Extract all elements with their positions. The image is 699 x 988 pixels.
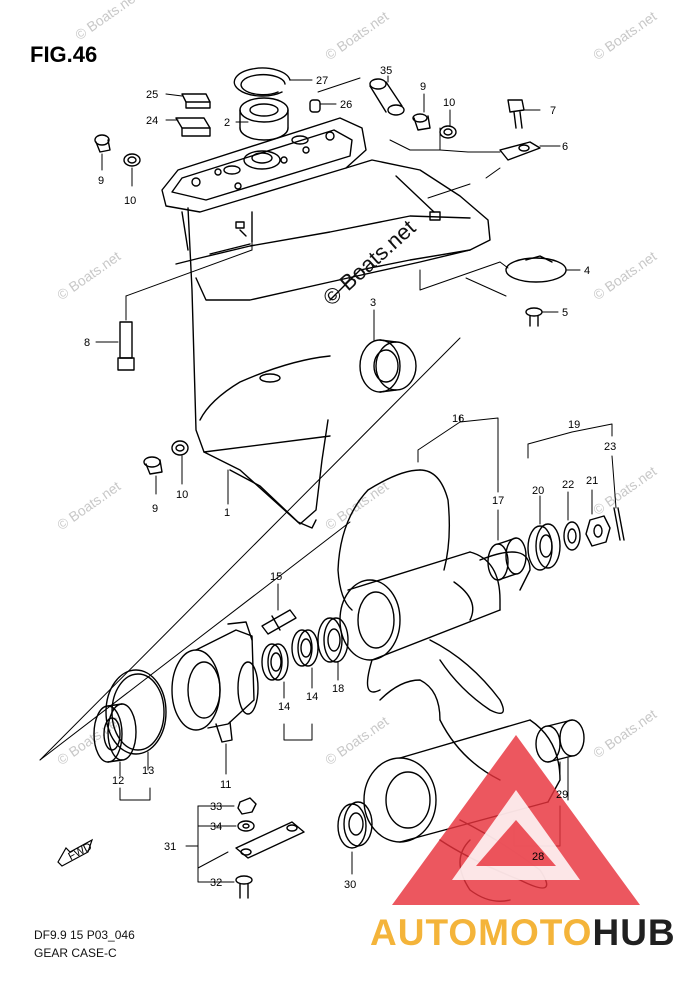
callout-21: 21 bbox=[586, 475, 598, 487]
washer-22 bbox=[563, 521, 581, 551]
bolt-7 bbox=[507, 99, 525, 129]
callout-35: 35 bbox=[380, 65, 392, 77]
spacer-18 bbox=[317, 617, 349, 663]
pin-26 bbox=[309, 99, 321, 113]
anode-4 bbox=[505, 255, 567, 283]
key-25 bbox=[181, 93, 211, 109]
callout-9: 9 bbox=[420, 81, 426, 93]
callout-27: 27 bbox=[316, 75, 328, 87]
bolt-9-top bbox=[412, 113, 431, 131]
callout-31: 31 bbox=[164, 841, 176, 853]
callout-20: 20 bbox=[532, 485, 544, 497]
bolt-32 bbox=[235, 875, 253, 899]
callout-24: 24 bbox=[146, 115, 158, 127]
callout-5: 5 bbox=[562, 307, 568, 319]
callout-29: 29 bbox=[556, 789, 568, 801]
pin-23 bbox=[613, 507, 625, 541]
seal-14-a bbox=[261, 643, 289, 681]
callout-13: 13 bbox=[142, 765, 154, 777]
bearing-3 bbox=[359, 339, 417, 393]
callout-19: 19 bbox=[568, 419, 580, 431]
callout-33: 33 bbox=[210, 801, 222, 813]
callout-28: 28 bbox=[532, 851, 544, 863]
screw-5 bbox=[525, 307, 543, 327]
brand-wordmark: AUTOMOTOHUB bbox=[370, 912, 676, 954]
callout-6: 6 bbox=[562, 141, 568, 153]
brand-part-1: AUTOMOTO bbox=[370, 912, 593, 953]
callout-3: 3 bbox=[370, 297, 376, 309]
key-24 bbox=[175, 117, 211, 137]
callout-16: 16 bbox=[452, 413, 464, 425]
callout-10: 10 bbox=[176, 489, 188, 501]
bushing-17 bbox=[487, 537, 527, 581]
snap-ring-27 bbox=[233, 67, 291, 97]
gear-case-housing bbox=[161, 117, 491, 529]
nut-33 bbox=[237, 797, 257, 815]
bearing-12 bbox=[93, 703, 137, 763]
callout-9: 9 bbox=[98, 175, 104, 187]
washer-10-left bbox=[123, 153, 141, 167]
callout-14: 14 bbox=[306, 691, 318, 703]
bearing-2 bbox=[239, 97, 289, 141]
washer-34 bbox=[237, 820, 255, 832]
seal-14-b bbox=[291, 629, 319, 667]
fwd-arrow-icon: FWD bbox=[57, 838, 94, 867]
callout-11: 11 bbox=[220, 779, 231, 791]
shaft-housing-11 bbox=[171, 621, 259, 743]
footer-name: GEAR CASE-C bbox=[34, 946, 117, 960]
callout-26: 26 bbox=[340, 99, 352, 111]
callout-18: 18 bbox=[332, 683, 344, 695]
plate-31 bbox=[235, 821, 305, 859]
leader-lines bbox=[95, 75, 617, 883]
washer-30 bbox=[337, 801, 373, 849]
callout-8: 8 bbox=[84, 337, 90, 349]
footer-code: DF9.9 15 P03_046 bbox=[34, 928, 135, 942]
washer-10-top bbox=[439, 125, 457, 139]
o-ring-13 bbox=[105, 669, 167, 755]
callout-9: 9 bbox=[152, 503, 158, 515]
spacer-20 bbox=[527, 523, 561, 571]
callout-34: 34 bbox=[210, 821, 222, 833]
callout-15: 15 bbox=[270, 571, 282, 583]
callout-25: 25 bbox=[146, 89, 158, 101]
callout-1: 1 bbox=[224, 507, 230, 519]
plate-6 bbox=[499, 141, 541, 161]
callout-22: 22 bbox=[562, 479, 574, 491]
callout-4: 4 bbox=[584, 265, 590, 277]
bolt-9-left bbox=[94, 134, 111, 153]
callout-32: 32 bbox=[210, 877, 222, 889]
callout-10: 10 bbox=[124, 195, 136, 207]
pipe-35 bbox=[369, 78, 405, 116]
figure-title: FIG.46 bbox=[30, 42, 98, 67]
bushing-29 bbox=[535, 719, 585, 763]
callout-12: 12 bbox=[112, 775, 124, 787]
callout-labels: 27 2 26 25 24 35 9 10 7 6 4 5 8 9 10 3 9… bbox=[84, 65, 616, 891]
callout-10: 10 bbox=[443, 97, 455, 109]
callout-14: 14 bbox=[278, 701, 290, 713]
callout-2: 2 bbox=[224, 117, 230, 129]
bolt-9-mid bbox=[143, 456, 163, 475]
nut-21 bbox=[585, 515, 611, 547]
callout-30: 30 bbox=[344, 879, 356, 891]
fwd-label: FWD bbox=[66, 841, 94, 863]
stud-8 bbox=[117, 321, 135, 371]
washer-10-mid bbox=[171, 440, 189, 456]
bolt-15 bbox=[261, 609, 297, 635]
callout-7: 7 bbox=[550, 105, 556, 117]
callout-23: 23 bbox=[604, 441, 616, 453]
callout-17: 17 bbox=[492, 495, 504, 507]
brand-logo-triangle bbox=[392, 735, 640, 905]
propeller-16 bbox=[337, 469, 531, 714]
brand-part-2: HUB bbox=[592, 912, 676, 953]
